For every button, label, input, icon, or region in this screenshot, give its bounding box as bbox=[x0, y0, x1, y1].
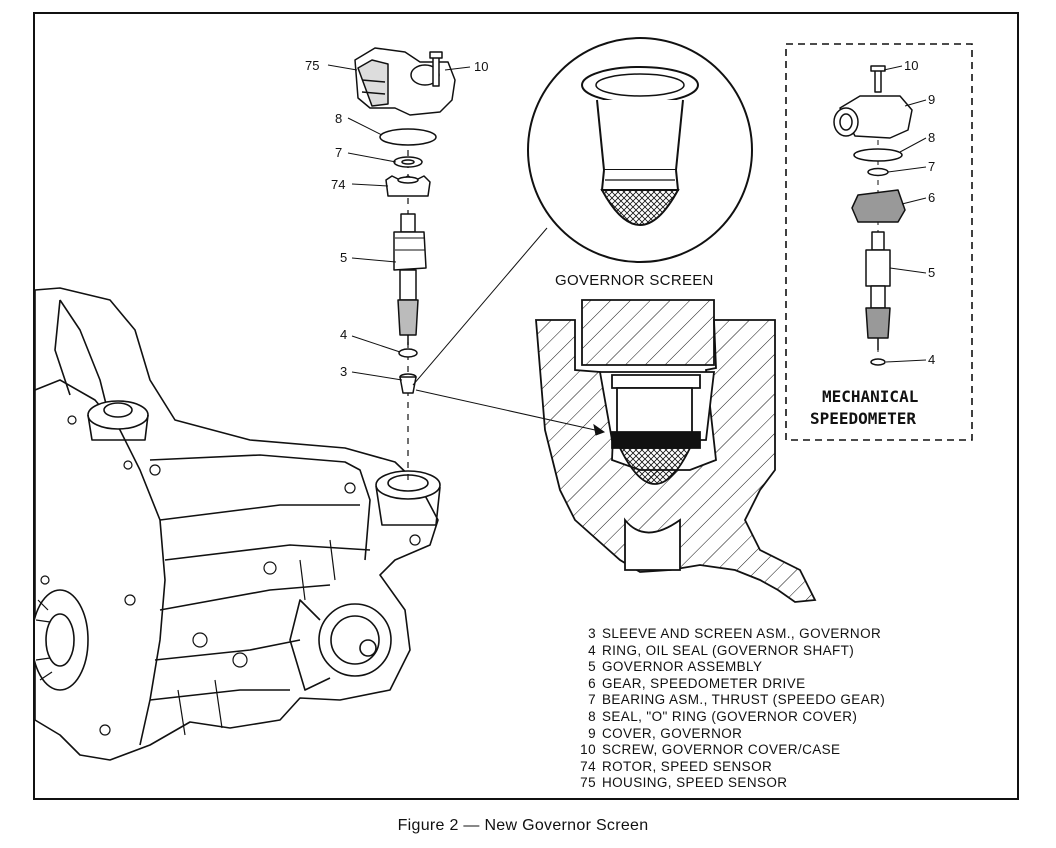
legend-item: 4 RING, OIL SEAL (GOVERNOR SHAFT) bbox=[570, 643, 885, 660]
mech-callout-10: 10 bbox=[904, 58, 918, 73]
legend-item: 8 SEAL, "O" RING (GOVERNOR COVER) bbox=[570, 709, 885, 726]
legend-number: 5 bbox=[588, 659, 596, 675]
governor-screen-magnified bbox=[527, 37, 753, 263]
governor-screen-label: GOVERNOR SCREEN bbox=[555, 272, 714, 289]
legend-number: 3 bbox=[588, 626, 596, 641]
legend-text: BEARING ASM., THRUST (SPEEDO GEAR) bbox=[602, 692, 886, 708]
legend-item: 7 BEARING ASM., THRUST (SPEEDO GEAR) bbox=[570, 692, 885, 709]
cutaway-section bbox=[535, 299, 817, 603]
legend-text: HOUSING, SPEED SENSOR bbox=[602, 775, 788, 791]
figure-caption: Figure 2 — New Governor Screen bbox=[0, 817, 1056, 835]
legend-item: 5 GOVERNOR ASSEMBLY bbox=[570, 659, 885, 676]
parts-legend: 3 SLEEVE AND SCREEN ASM., GOVERNOR 4 RING, … bbox=[570, 626, 885, 792]
mech-callout-8: 8 bbox=[928, 130, 935, 145]
mech-callout-5: 5 bbox=[928, 265, 935, 280]
legend-number: 8 bbox=[588, 708, 596, 724]
legend-text: GEAR, SPEEDOMETER DRIVE bbox=[602, 675, 806, 691]
legend-number: 10 bbox=[580, 742, 596, 758]
callout-5: 5 bbox=[340, 250, 347, 265]
callout-7: 7 bbox=[335, 145, 342, 160]
callout-4: 4 bbox=[340, 327, 347, 342]
mechanical-label-line1: MECHANICAL bbox=[822, 387, 918, 406]
legend-number: 74 bbox=[580, 758, 596, 774]
legend-item: 9 COVER, GOVERNOR bbox=[570, 726, 885, 743]
callout-75: 75 bbox=[305, 58, 319, 73]
legend-text: SEAL, "O" RING (GOVERNOR COVER) bbox=[602, 708, 858, 724]
legend-text: SCREW, GOVERNOR COVER/CASE bbox=[602, 742, 841, 758]
legend-number: 9 bbox=[588, 725, 596, 741]
callout-numbers: 75 10 8 7 74 5 4 3 10 9 8 7 6 5 4 bbox=[305, 58, 935, 379]
mech-callout-7: 7 bbox=[928, 159, 935, 174]
legend-item: 75 HOUSING, SPEED SENSOR bbox=[570, 775, 885, 792]
legend-item: 74 ROTOR, SPEED SENSOR bbox=[570, 759, 885, 776]
callout-74: 74 bbox=[331, 177, 345, 192]
legend-number: 7 bbox=[588, 692, 596, 708]
legend-text: SLEEVE AND SCREEN ASM., GOVERNOR bbox=[602, 626, 882, 641]
legend-item: 6 GEAR, SPEEDOMETER DRIVE bbox=[570, 676, 885, 693]
mech-callout-4: 4 bbox=[928, 352, 935, 367]
mech-callout-9: 9 bbox=[928, 92, 935, 107]
mechanical-speedometer-panel bbox=[785, 43, 973, 441]
legend-text: RING, OIL SEAL (GOVERNOR SHAFT) bbox=[602, 642, 855, 658]
callout-3: 3 bbox=[340, 364, 347, 379]
transmission-case bbox=[35, 287, 441, 761]
mech-callout-6: 6 bbox=[928, 190, 935, 205]
figure-caption-text: Figure 2 — New Governor Screen bbox=[397, 817, 649, 834]
legend-item: 10 SCREW, GOVERNOR COVER/CASE bbox=[570, 742, 885, 759]
legend-text: COVER, GOVERNOR bbox=[602, 725, 743, 741]
mechanical-label-line2: SPEEDOMETER bbox=[810, 409, 916, 428]
legend-number: 75 bbox=[580, 775, 596, 791]
legend-number: 4 bbox=[588, 642, 596, 658]
legend-number: 6 bbox=[588, 675, 596, 691]
callout-10: 10 bbox=[474, 59, 488, 74]
legend-item: 3 SLEEVE AND SCREEN ASM., GOVERNOR bbox=[570, 626, 885, 643]
callout-8: 8 bbox=[335, 111, 342, 126]
governor-stack bbox=[354, 47, 456, 480]
legend-text: ROTOR, SPEED SENSOR bbox=[602, 758, 773, 774]
legend-text: GOVERNOR ASSEMBLY bbox=[602, 659, 763, 675]
